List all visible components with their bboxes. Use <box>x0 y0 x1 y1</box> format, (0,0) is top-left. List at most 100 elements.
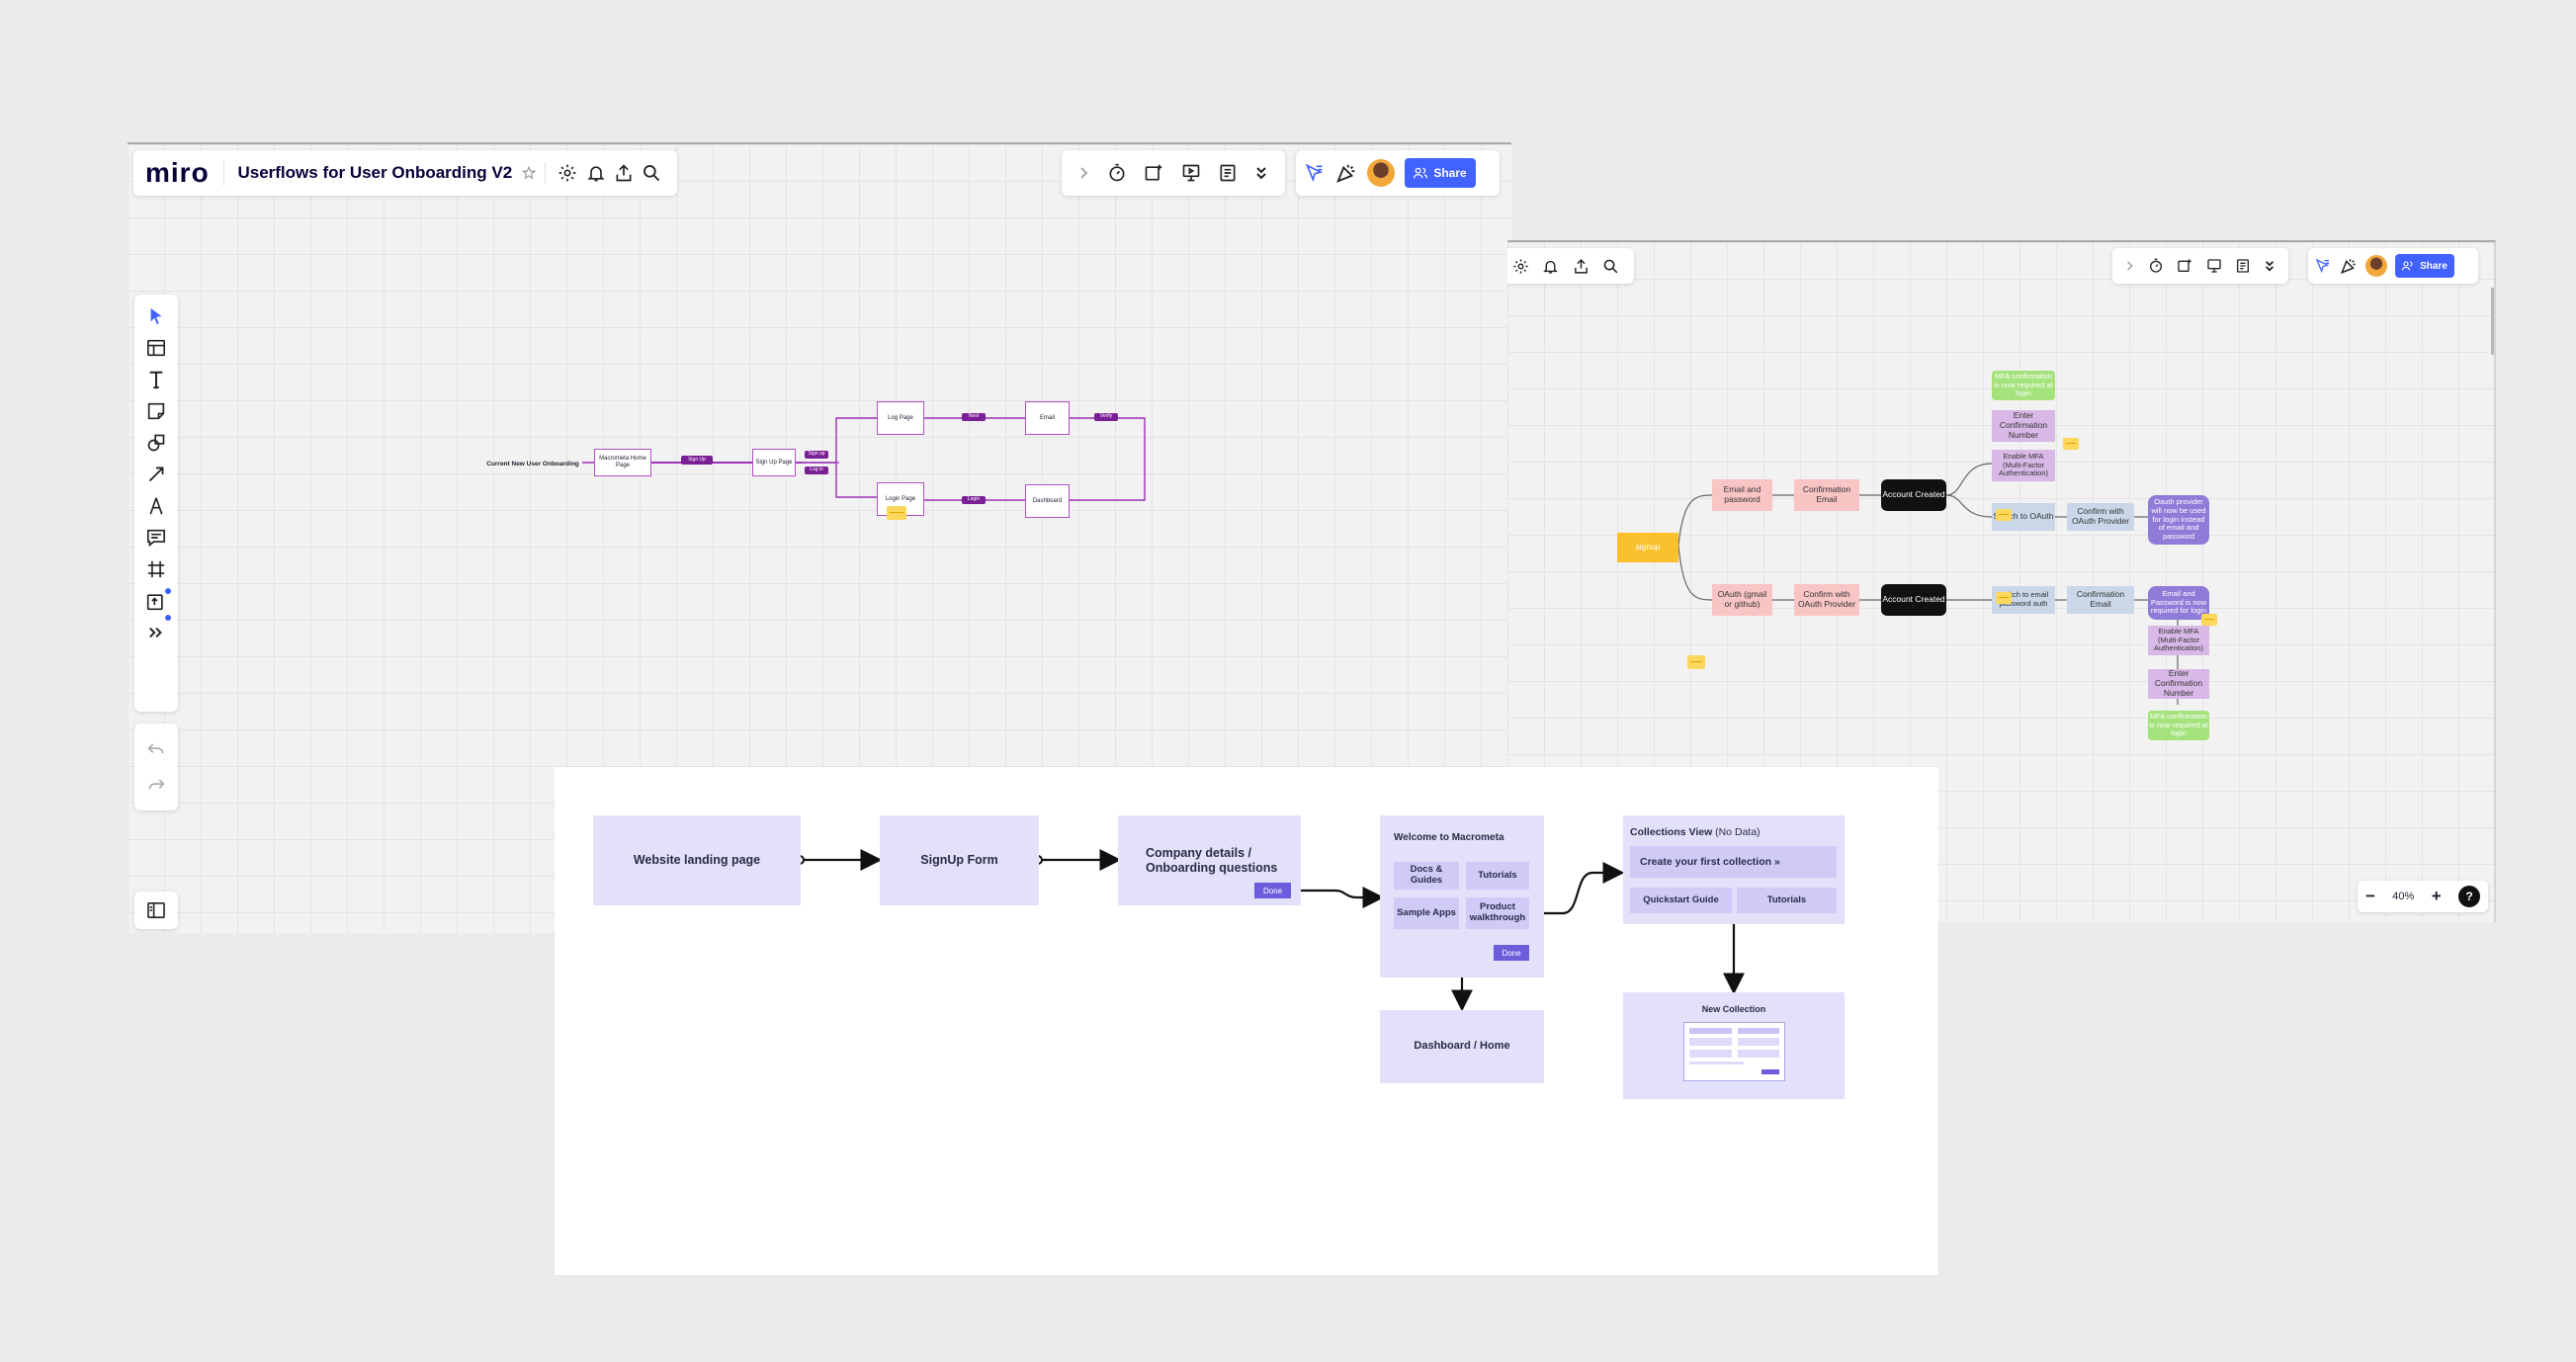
sticky-note[interactable] <box>1996 509 2012 521</box>
undo-icon[interactable] <box>141 733 171 765</box>
text-tool-icon[interactable] <box>141 364 171 395</box>
signup-form[interactable]: SignUp Form <box>880 815 1039 905</box>
notes-icon[interactable] <box>2235 258 2251 274</box>
miro-logo[interactable]: miro <box>145 157 210 188</box>
share-button[interactable]: Share <box>1405 158 1476 188</box>
scrollbar-thumb[interactable] <box>2491 288 2494 355</box>
pen-icon[interactable] <box>141 490 171 522</box>
notes-icon[interactable] <box>1218 163 1238 183</box>
confirm-number-oauth[interactable]: Enter Confirmation Number <box>2148 668 2209 699</box>
welcome-title: Welcome to Macrometa <box>1394 832 1504 843</box>
chip-sample-apps[interactable]: Sample Apps <box>1394 897 1459 929</box>
upload-icon[interactable] <box>1573 258 1589 275</box>
zoom-in-button[interactable]: + <box>2431 887 2442 905</box>
bell-icon[interactable] <box>581 163 609 183</box>
add-frame-icon[interactable] <box>2177 258 2192 274</box>
chevron-right-icon[interactable] <box>2125 260 2135 272</box>
celebrate-icon[interactable] <box>2340 257 2358 275</box>
mfa-required-oauth[interactable]: MFA confirmation is now required at logi… <box>2148 711 2209 740</box>
celebrate-icon[interactable] <box>1335 162 1357 184</box>
chevron-right-icon[interactable] <box>1078 166 1090 180</box>
collections-no-data: (No Data) <box>1715 826 1760 838</box>
board-panel-icon[interactable] <box>141 894 171 926</box>
gear-icon[interactable] <box>1512 258 1529 275</box>
timer-icon[interactable] <box>1107 163 1127 183</box>
confirm-oauth-step[interactable]: Confirm with OAuth Provider <box>1794 584 1859 616</box>
zoom-level[interactable]: 40% <box>2392 891 2415 902</box>
search-icon[interactable] <box>1602 258 1619 275</box>
shapes-icon[interactable] <box>141 427 171 459</box>
oauth-step[interactable]: OAuth (gmail or github) <box>1712 584 1772 616</box>
comment-icon[interactable] <box>141 522 171 553</box>
frame-icon[interactable] <box>141 553 171 585</box>
share-toolbar: Share <box>2308 248 2478 284</box>
website-landing-page[interactable]: Website landing page <box>593 815 801 905</box>
email-password-note[interactable]: Email and Password is now required for l… <box>2148 586 2209 620</box>
zoom-controls: − 40% + ? <box>2358 881 2488 912</box>
collections-title-text: Collections View <box>1630 826 1713 838</box>
user-avatar[interactable] <box>1367 159 1395 187</box>
chip-quickstart-guide[interactable]: Quickstart Guide <box>1630 888 1732 913</box>
more-tools-icon[interactable] <box>141 615 171 648</box>
chip-collection-tutorials[interactable]: Tutorials <box>1737 888 1837 913</box>
confirm-oauth-provider[interactable]: Confirm with OAuth Provider <box>2067 503 2134 531</box>
cursor-flag-icon[interactable] <box>1304 163 1326 183</box>
share-label: Share <box>1433 166 1467 180</box>
collections-title: Collections View (No Data) <box>1630 826 1760 838</box>
confirm-number-email[interactable]: Enter Confirmation Number <box>1992 410 2055 442</box>
collab-toolbar <box>1062 150 1285 196</box>
redo-icon[interactable] <box>141 769 171 801</box>
connection-line-icon[interactable] <box>141 459 171 490</box>
done-button[interactable]: Done <box>1494 945 1529 961</box>
oauth-provider-note[interactable]: Oauth provider will now be used for logi… <box>2148 495 2209 545</box>
presentation-icon[interactable] <box>2206 258 2222 274</box>
upload-icon[interactable] <box>610 163 638 183</box>
signup-start[interactable]: signup <box>1617 533 1678 562</box>
presentation-icon[interactable] <box>1181 163 1201 183</box>
confirmation-email-oauth[interactable]: Confirmation Email <box>2067 586 2134 614</box>
board-title[interactable]: Userflows for User Onboarding V2 <box>237 163 513 182</box>
cursor-flag-icon[interactable] <box>2314 258 2332 274</box>
user-avatar[interactable] <box>2365 255 2387 277</box>
divider <box>222 160 224 186</box>
sticky-note-icon[interactable] <box>141 395 171 427</box>
search-icon[interactable] <box>638 163 665 183</box>
users-icon <box>1414 167 1428 179</box>
help-button[interactable]: ? <box>2457 886 2480 907</box>
timer-icon[interactable] <box>2148 258 2164 274</box>
account-created-oauth[interactable]: Account Created <box>1881 584 1946 616</box>
gear-icon[interactable] <box>554 163 581 183</box>
add-frame-icon[interactable] <box>1144 163 1163 183</box>
share-button[interactable]: Share <box>2395 254 2454 278</box>
bell-icon[interactable] <box>1542 258 1559 275</box>
preview-line <box>1689 1062 1744 1064</box>
chevron-down-double-icon[interactable] <box>1254 165 1268 181</box>
board-window-main: miro Userflows for User Onboarding V2 <box>128 142 1511 933</box>
sticky-note[interactable] <box>1687 655 1705 669</box>
done-button[interactable]: Done <box>1254 883 1291 898</box>
mfa-required-email[interactable]: MFA confirmation is now required at logi… <box>1992 371 2055 400</box>
enable-mfa-email[interactable]: Enable MFA (Multi-Factor Authentication) <box>1992 450 2055 481</box>
email-password-step[interactable]: Email and password <box>1712 479 1772 511</box>
panel-toolbar <box>134 892 178 929</box>
templates-icon[interactable] <box>141 332 171 364</box>
chip-product-walkthrough[interactable]: Product walkthrough <box>1466 897 1529 929</box>
chip-tutorials[interactable]: Tutorials <box>1466 862 1529 890</box>
preview-row <box>1689 1050 1779 1058</box>
sticky-note[interactable] <box>1996 592 2012 604</box>
confirmation-email-step[interactable]: Confirmation Email <box>1794 479 1859 511</box>
star-icon[interactable] <box>520 166 537 180</box>
select-tool-icon[interactable] <box>141 300 171 332</box>
sticky-note[interactable] <box>2063 438 2079 450</box>
chip-docs-guides[interactable]: Docs & Guides <box>1394 862 1459 890</box>
zoom-out-button[interactable]: − <box>2365 887 2375 905</box>
company-details-label: Company details / Onboarding questions <box>1146 845 1278 875</box>
account-created-email[interactable]: Account Created <box>1881 479 1946 511</box>
upload-tool-icon[interactable] <box>141 585 171 617</box>
sticky-note[interactable] <box>2201 614 2217 626</box>
preview-row <box>1689 1038 1779 1046</box>
enable-mfa-oauth[interactable]: Enable MFA (Multi-Factor Authentication) <box>2148 626 2209 655</box>
create-collection-cta[interactable]: Create your first collection » <box>1630 846 1837 878</box>
dashboard-home[interactable]: Dashboard / Home <box>1380 1010 1544 1083</box>
chevron-down-double-icon[interactable] <box>2264 259 2275 273</box>
